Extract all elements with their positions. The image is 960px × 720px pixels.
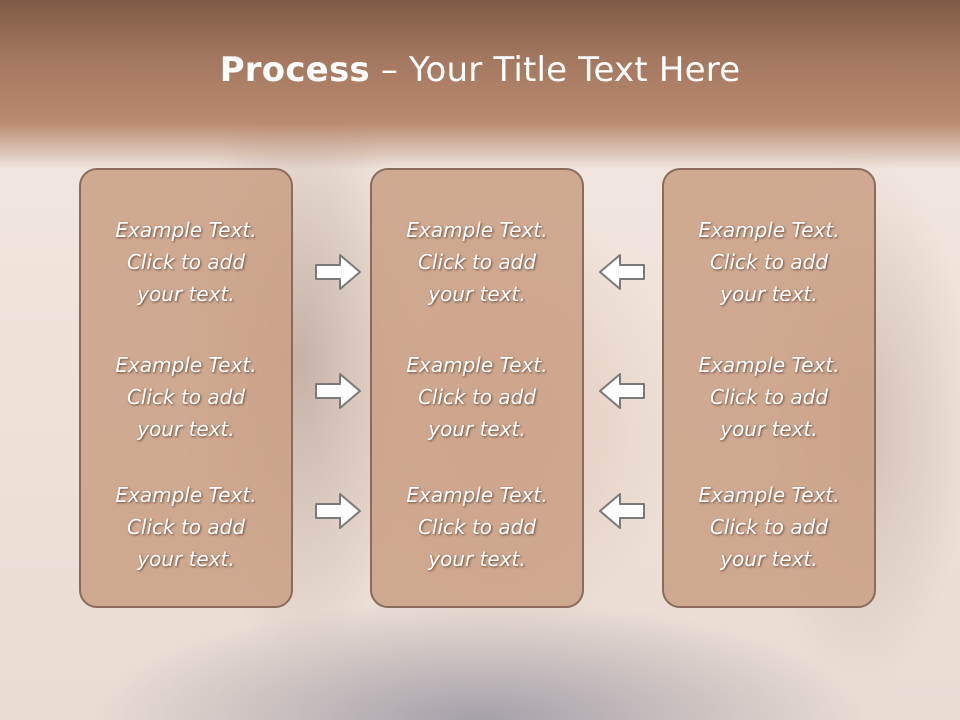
text-line: Click to add <box>417 385 537 409</box>
process-column-center[interactable]: Example Text. Click to add your text. Ex… <box>370 168 584 608</box>
text-line: your text. <box>137 282 235 306</box>
text-line: Example Text. <box>115 483 257 507</box>
title-band <box>0 0 960 170</box>
text-placeholder[interactable]: Example Text. Click to add your text. <box>372 214 582 310</box>
text-placeholder[interactable]: Example Text. Click to add your text. <box>372 349 582 445</box>
arrow-right-icon[interactable] <box>314 491 362 531</box>
arrow-right-icon[interactable] <box>314 252 362 292</box>
text-line: Example Text. <box>698 353 840 377</box>
text-line: your text. <box>720 282 818 306</box>
arrow-left-icon[interactable] <box>598 371 646 411</box>
slide-title[interactable]: Process – Your Title Text Here <box>0 50 960 90</box>
text-placeholder[interactable]: Example Text. Click to add your text. <box>81 349 291 445</box>
text-line: Click to add <box>126 250 246 274</box>
text-placeholder[interactable]: Example Text. Click to add your text. <box>664 214 874 310</box>
text-line: your text. <box>137 417 235 441</box>
arrow-right-icon[interactable] <box>314 371 362 411</box>
text-line: your text. <box>720 547 818 571</box>
text-line: Example Text. <box>115 353 257 377</box>
title-rest: – Your Title Text Here <box>369 50 741 90</box>
text-line: your text. <box>428 417 526 441</box>
process-column-left[interactable]: Example Text. Click to add your text. Ex… <box>79 168 293 608</box>
text-line: Example Text. <box>698 483 840 507</box>
process-column-right[interactable]: Example Text. Click to add your text. Ex… <box>662 168 876 608</box>
text-line: Example Text. <box>406 483 548 507</box>
title-bold: Process <box>219 50 370 90</box>
text-line: your text. <box>720 417 818 441</box>
text-line: Click to add <box>709 385 829 409</box>
text-line: Click to add <box>417 250 537 274</box>
text-line: your text. <box>137 547 235 571</box>
text-placeholder[interactable]: Example Text. Click to add your text. <box>372 479 582 575</box>
text-line: Example Text. <box>406 353 548 377</box>
text-line: your text. <box>428 547 526 571</box>
text-line: Example Text. <box>115 218 257 242</box>
text-line: Example Text. <box>698 218 840 242</box>
arrow-left-icon[interactable] <box>598 491 646 531</box>
text-line: Click to add <box>709 250 829 274</box>
text-placeholder[interactable]: Example Text. Click to add your text. <box>664 349 874 445</box>
text-line: Click to add <box>417 515 537 539</box>
text-line: Click to add <box>709 515 829 539</box>
text-line: Click to add <box>126 385 246 409</box>
text-line: Example Text. <box>406 218 548 242</box>
text-line: Click to add <box>126 515 246 539</box>
text-line: your text. <box>428 282 526 306</box>
text-placeholder[interactable]: Example Text. Click to add your text. <box>81 214 291 310</box>
arrow-left-icon[interactable] <box>598 252 646 292</box>
text-placeholder[interactable]: Example Text. Click to add your text. <box>81 479 291 575</box>
text-placeholder[interactable]: Example Text. Click to add your text. <box>664 479 874 575</box>
